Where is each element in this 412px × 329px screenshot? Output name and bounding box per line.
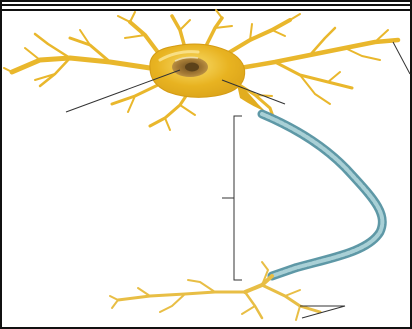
nucleus-icon <box>172 57 208 77</box>
